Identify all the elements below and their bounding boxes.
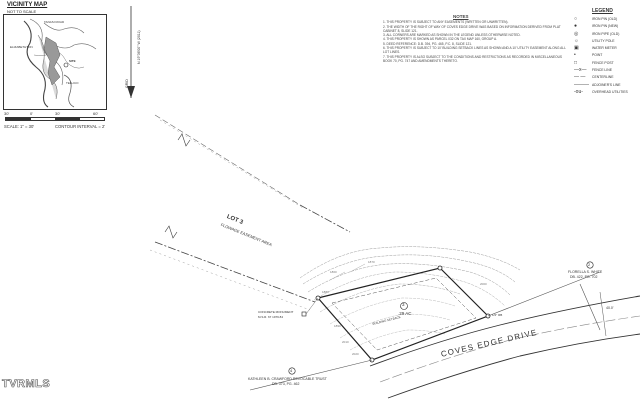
fence-post-icon: □ bbox=[574, 59, 578, 66]
north-arrow-bearing: N 19°36'00" W (2011) bbox=[137, 30, 141, 64]
watermark-logo: TVRMLS bbox=[2, 378, 51, 391]
contour-label: 2000 bbox=[480, 282, 487, 286]
legend-block: LEGEND ○IRON PIN (OLD) ●IRON PIN (NEW) ◎… bbox=[572, 8, 638, 96]
utility-pole-icon: ☼ bbox=[574, 37, 579, 44]
vicinity-label: TELLICO bbox=[66, 81, 79, 85]
vicinity-label: ELIZABETHTON bbox=[10, 45, 33, 49]
notes-title: NOTES bbox=[453, 14, 469, 19]
legend-title: LEGEND bbox=[592, 8, 613, 14]
adjoiner-east-ref: DB. 422, PG. 702 bbox=[570, 275, 598, 279]
fence-line-icon: —x— bbox=[574, 67, 587, 74]
legend-item: ▣WATER METER bbox=[574, 45, 617, 52]
iron-pin-old-icon: ○ bbox=[574, 16, 578, 22]
note-item: 7. THIS PROPERTY IS ALSO SUBJECT TO THE … bbox=[383, 54, 563, 63]
contour-label: 1870 bbox=[368, 260, 375, 264]
lot-number: 3 bbox=[402, 302, 405, 307]
scale-tick: 60' bbox=[93, 111, 99, 116]
centerline-icon: — — bbox=[574, 74, 586, 81]
iron-pin-new-icon: ● bbox=[574, 23, 578, 30]
legend-item: -ou-OVERHEAD UTILITIES bbox=[574, 88, 628, 95]
north-arrow-label: GRID bbox=[125, 79, 129, 88]
legend-item: ———ADJOINER'S LINE bbox=[574, 81, 621, 88]
note-item: 1. THIS PROPERTY IS SUBJECT TO ANY EASEM… bbox=[383, 20, 509, 25]
monument-ref: M.S.R. 67 1979.84 bbox=[258, 315, 284, 319]
contour-interval-text: CONTOUR INTERVAL = 2' bbox=[55, 124, 106, 129]
adjoiner-south-ref: DB. 373, PG. 462 bbox=[272, 382, 300, 386]
iron-pipe-icon: ◎ bbox=[574, 30, 579, 37]
scale-text: SCALE: 1" = 30' bbox=[4, 124, 35, 129]
adjoiner-east-name: FLORELLA S. WHITE bbox=[568, 270, 603, 274]
scale-tick: 0' bbox=[30, 111, 33, 116]
road-width-label: 40.0' bbox=[606, 306, 614, 310]
pin-label: 1/2" RB bbox=[492, 313, 503, 317]
legend-item: ○IRON PIN (OLD) bbox=[574, 16, 618, 22]
legend-item: ☼UTILITY POLE bbox=[574, 37, 615, 44]
scale-tick: 30' bbox=[4, 111, 10, 116]
note-item: 3. ALL CORNERS ARE MARKED AS SHOWN IN TH… bbox=[383, 33, 521, 38]
lot-acreage: .29 AC bbox=[398, 311, 412, 316]
vicinity-map-title: VICINITY MAP bbox=[7, 2, 48, 8]
vicinity-label: TANASI ROAD bbox=[44, 20, 65, 24]
scale-bar bbox=[5, 117, 105, 121]
building-setback-line bbox=[331, 277, 477, 351]
contour-label: 2010 bbox=[342, 340, 349, 344]
legend-item: —x—FENCE LINE bbox=[574, 67, 612, 74]
adjoiner-south-name: KATHLEEN B. CRAWFORD REVOCABLE TRUST bbox=[248, 377, 327, 381]
vicinity-map: VICINITY MAP NOT TO SCALE TANASI ROAD EL… bbox=[3, 0, 109, 110]
legend-item: — —CENTERLINE bbox=[574, 74, 614, 81]
legend-item: □FENCE POST bbox=[574, 59, 614, 66]
legend-item: ●IRON PIN (NEW) bbox=[574, 23, 619, 30]
contour-label: 1880 bbox=[322, 290, 329, 294]
vicinity-label: SITE bbox=[69, 59, 76, 63]
note-item: 6. THIS PROPERTY IS SUBJECT TO 10' BUILD… bbox=[383, 46, 566, 55]
adjoiner-east-number: 2 bbox=[588, 262, 591, 267]
scale-tick: 30' bbox=[55, 111, 61, 116]
vicinity-map-frame: TANASI ROAD ELIZABETHTON SITE TELLICO bbox=[3, 14, 107, 110]
water-meter-icon: ▣ bbox=[574, 45, 579, 52]
vicinity-map-drawing bbox=[23, 18, 97, 108]
note-item: 5. DEED REFERENCE: D.B. 394, PG. 465, P.… bbox=[383, 41, 472, 46]
contour-label: 1890 bbox=[334, 324, 341, 328]
north-arrow-head-icon bbox=[127, 86, 135, 98]
vicinity-map-subtitle: NOT TO SCALE bbox=[7, 9, 37, 14]
legend-item: ◎IRON PIPE (OLD) bbox=[574, 30, 620, 37]
adjoiner-south-number: 4 bbox=[290, 368, 293, 373]
note-item: 2. THE WIDTH OF THE RIGHT OF WAY OF COVE… bbox=[383, 24, 561, 33]
legend-item: •POINT bbox=[574, 52, 603, 59]
point-icon: • bbox=[574, 52, 576, 59]
monument-label: CONCRETE MONUMENT bbox=[258, 310, 294, 314]
notes-block: NOTES 1. THIS PROPERTY IS SUBJECT TO ANY… bbox=[383, 14, 568, 63]
overhead-utilities-icon: -ou- bbox=[574, 88, 583, 95]
contour-label: 2020 bbox=[352, 352, 359, 356]
adjoiner-line-icon: ——— bbox=[574, 81, 589, 88]
contour-label: 1860 bbox=[330, 270, 337, 274]
note-item: 4. THIS PROPERTY IS SHOWN AS PARCEL 032 … bbox=[383, 37, 498, 42]
